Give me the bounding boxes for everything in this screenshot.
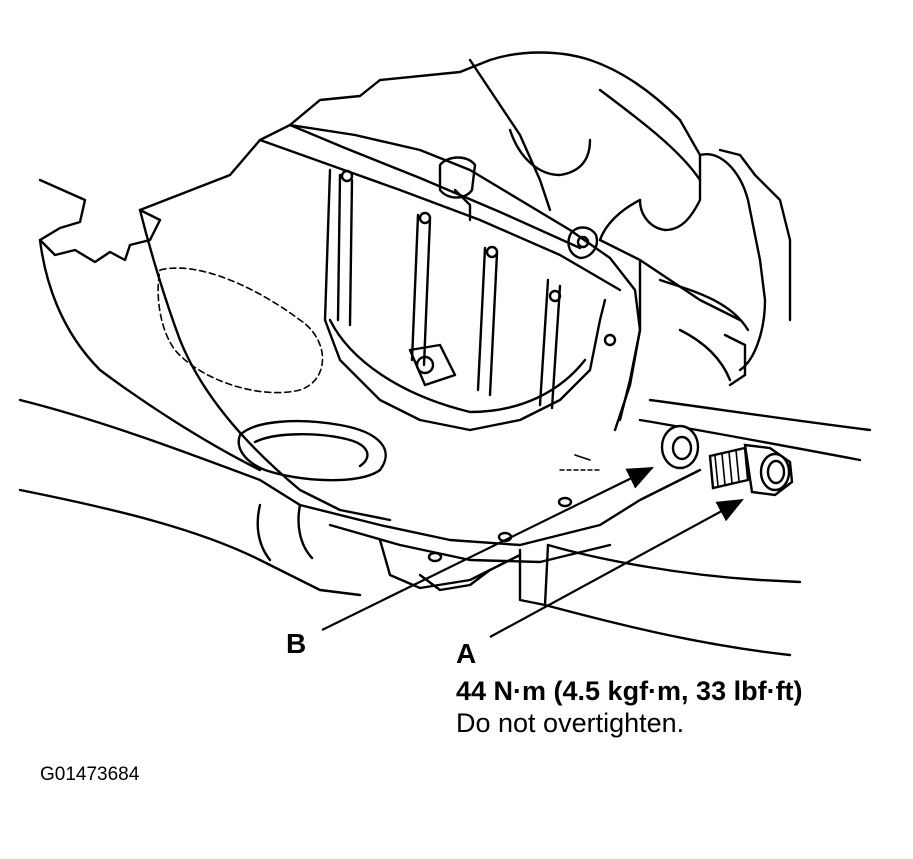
leader-lines: [321, 467, 744, 638]
parts: [660, 424, 794, 497]
engine-block: [288, 51, 792, 422]
sealing-washer: [660, 424, 700, 470]
callout-a-label: A: [456, 638, 477, 669]
figure-id: G01473684: [40, 764, 140, 785]
drain-bolt: [708, 443, 794, 497]
callout-b-label: B: [286, 628, 307, 659]
tightening-note: Do not overtighten.: [456, 708, 685, 738]
oil-pan: [138, 123, 642, 522]
side-frame: [543, 398, 872, 657]
torque-spec: 44 N·m (4.5 kgf·m, 33 lbf·ft): [456, 676, 803, 706]
leader-b: [321, 467, 654, 631]
leader-a: [489, 498, 744, 638]
subframe: [18, 178, 362, 597]
